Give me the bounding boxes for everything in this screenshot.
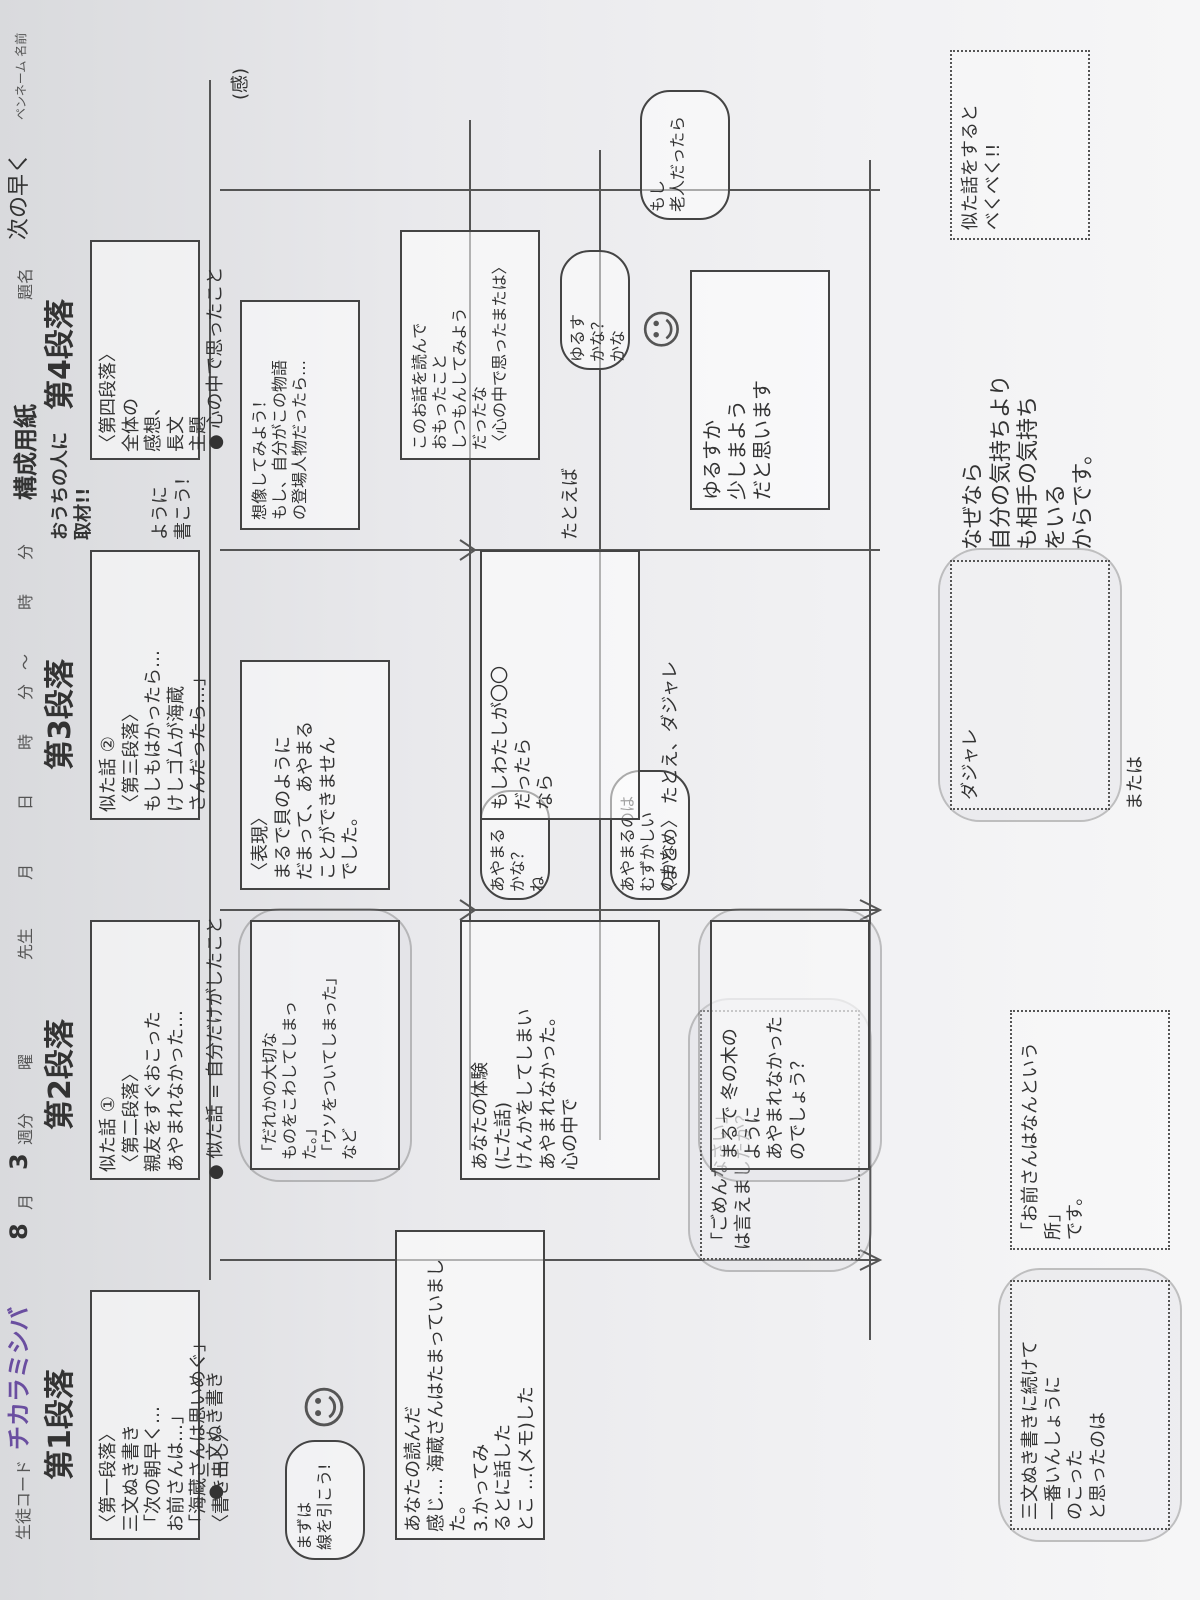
section1-title: 第1段落: [43, 1369, 78, 1480]
section4-row1-box: このお話を読んで おもったこと しつもんしてみよう だったな 〈心の中で思ったま…: [400, 230, 540, 460]
date-day-label: 日: [16, 793, 35, 810]
section3-row3-box: ダジャレ: [950, 560, 1110, 810]
mascot-bubble: まずは 線を引こう!: [285, 1440, 365, 1560]
section4-note: ● 心の中で思ったこと: [205, 266, 226, 450]
section3-row1-cloud: 〈表現〉 まるで貝のように だまって、あやまる ことができません でした。: [240, 660, 390, 890]
section4-bubble: ゆるす かな？ かな: [560, 250, 630, 370]
date-month-label: 月: [16, 863, 35, 880]
section1-row2-box: あなたの読んだ 感じ… 海蔵さんはたまっていました。 3.かってみ るとに話した…: [395, 1230, 545, 1540]
time-range: 〜: [16, 653, 35, 670]
section4-title: 第4段落: [43, 299, 78, 410]
section3-note-right: 〈まとめ〉 たとえ、ダジャレ: [660, 660, 681, 900]
student-code-label: 生徒コード: [14, 1459, 33, 1540]
name-label: ペンネーム 名前: [14, 32, 28, 120]
section4-reason: なぜなら 自分の気持ちより も相手の気持ち をいる からです。: [961, 374, 1096, 550]
day-of-week-label: 曜: [16, 1053, 35, 1070]
mascot-face-icon: ☺: [300, 1384, 351, 1430]
section2-title: 第2段落: [43, 1019, 78, 1130]
section3-row3-side: または: [1125, 756, 1146, 810]
time-min2-label: 分: [16, 543, 35, 560]
section3-row2-side: たとえば: [560, 468, 581, 540]
week-value: 3: [5, 1153, 33, 1170]
student-code-value: チカラミシバ: [5, 1306, 33, 1450]
time-min-label: 分: [16, 683, 35, 700]
time-hour-label: 時: [16, 733, 35, 750]
section4-side-label: (感): [230, 67, 251, 100]
section4-row2-cloud: ゆるすか 少しまよう だと思います: [690, 270, 830, 510]
section3-box: 似た話 ② 〈第三段落〉 もしもはかったら… けしゴムが海蔵 さんだったら…」: [90, 550, 209, 820]
section2-note: ● 似た話 = 自分だけがしたこと: [205, 916, 226, 1180]
section4-last-box: 似た話をすると べくべく!!: [950, 50, 1090, 240]
month-label: 月: [16, 1193, 35, 1210]
bear-face-icon: ☺: [640, 308, 686, 350]
section4-interview-note: おうちの人に 取材!!: [50, 432, 94, 540]
section4-box: 〈第四段落〉 全体の 感想、 長文 主題: [90, 240, 209, 460]
time-hour2-label: 時: [16, 593, 35, 610]
section2-row2-box: あなたの体験 (にた話) けんかをしてしまい あやまれなかった。 心の中で: [460, 920, 660, 1180]
theme-value: 次の早く: [7, 151, 32, 240]
theme-label: 題名: [16, 267, 35, 300]
section4-write-note: ように 書こう！: [150, 468, 194, 540]
section3-sub-cloud: 想像してみよう！ もし、自分がこの物語 の登場人物だったら…: [240, 300, 360, 530]
month-value: 8: [5, 1223, 33, 1240]
teacher-label: 先生: [16, 927, 35, 960]
section1-box: 〈第一段落〉 三文ぬき書き 「次の朝早く… お前さんは…」 「海蔵さんは思いめぐ…: [90, 1290, 232, 1540]
section2-row1-cloud: 「だれかの大切な ものをこわしてしまっ た。」 「ウソをついてしまった」 など: [250, 920, 400, 1170]
week-label: 週分: [16, 1112, 35, 1145]
section2-row3-cloud: まるで 冬の木の ように あやまれなかった のでしょう？: [710, 920, 870, 1170]
section4-bubble2: もし 老人だったら: [640, 90, 730, 220]
section1-bottom-box: 三文ぬき書きに続けて 一番いんしょうに のこった と思ったのは: [1010, 1280, 1170, 1530]
section1-bottom-cloud: 「お前さんはなんという 所」 です。: [1010, 1010, 1170, 1250]
section2-box: 似た話 ① 〈第二段落〉 親友をすぐおこった あやまれなかった…: [90, 920, 200, 1180]
form-title: 構成用紙: [12, 404, 40, 500]
section1-note: ● 三文ぬき書き: [205, 1370, 226, 1500]
section3-row2-box: もしわたしが〇〇 だったら なら: [480, 550, 640, 820]
section3-title: 第3段落: [43, 659, 78, 770]
